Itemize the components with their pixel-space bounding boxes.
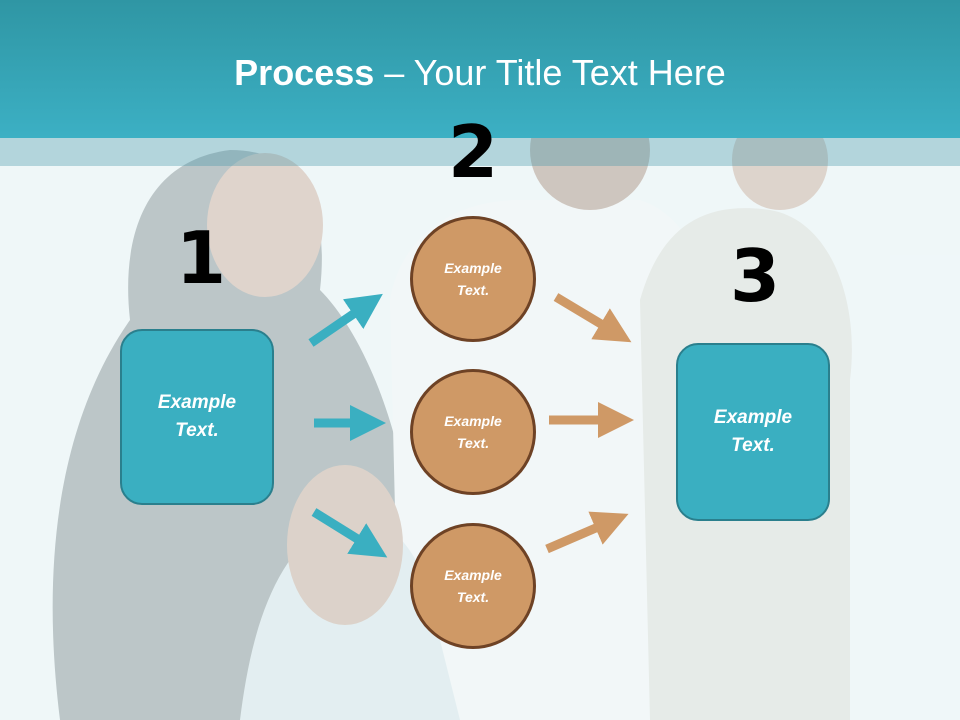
step2-circle-top[interactable]: Example Text.	[410, 216, 536, 342]
arrow-teal-down	[311, 508, 388, 558]
step1-box[interactable]: Example Text.	[120, 329, 274, 505]
title-rest: – Your Title Text Here	[374, 52, 726, 93]
title-bar	[0, 0, 960, 138]
step2-circle-bottom-text: Example Text.	[444, 566, 502, 605]
slide-title[interactable]: Process – Your Title Text Here	[0, 52, 960, 94]
step-number-1[interactable]: 1	[176, 216, 227, 300]
arrow-tan-up	[545, 511, 629, 554]
arrow-tan-down	[553, 293, 632, 343]
step-number-3[interactable]: 3	[730, 234, 781, 318]
step3-box[interactable]: Example Text.	[676, 343, 830, 521]
step3-box-text: Example Text.	[713, 406, 793, 457]
title-bold: Process	[234, 52, 375, 93]
step2-circle-bottom[interactable]: Example Text.	[410, 523, 536, 649]
step1-box-text: Example Text.	[157, 391, 237, 442]
step-number-2[interactable]: 2	[448, 110, 499, 194]
step2-circle-middle[interactable]: Example Text.	[410, 369, 536, 495]
step2-circle-top-text: Example Text.	[444, 259, 502, 298]
step2-circle-middle-text: Example Text.	[444, 412, 502, 451]
arrow-teal-up	[308, 293, 383, 347]
title-bar-strip	[0, 138, 960, 166]
